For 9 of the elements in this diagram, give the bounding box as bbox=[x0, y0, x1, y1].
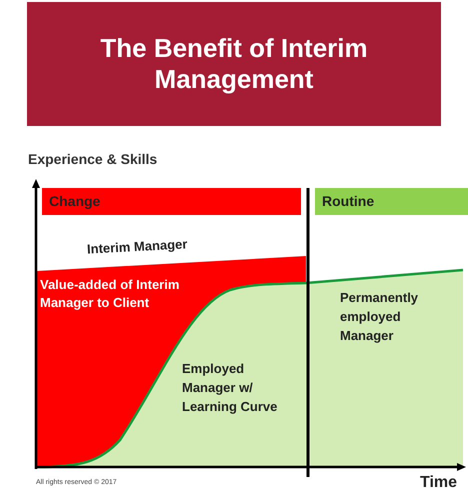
area-label: Permanently employed Manager bbox=[340, 289, 420, 345]
area-label: Value-added of Interim Manager to Client bbox=[40, 276, 180, 312]
phase-bar: Routine bbox=[315, 188, 468, 215]
title: The Benefit of Interim Management bbox=[99, 33, 369, 95]
area-label: Interim Manager bbox=[86, 235, 188, 259]
phase-bar: Change bbox=[42, 188, 301, 215]
area-label: Employed Manager w/ Learning Curve bbox=[182, 360, 278, 416]
axis-title: Time bbox=[420, 473, 458, 491]
axis-title: Experience & Skills bbox=[28, 150, 158, 169]
